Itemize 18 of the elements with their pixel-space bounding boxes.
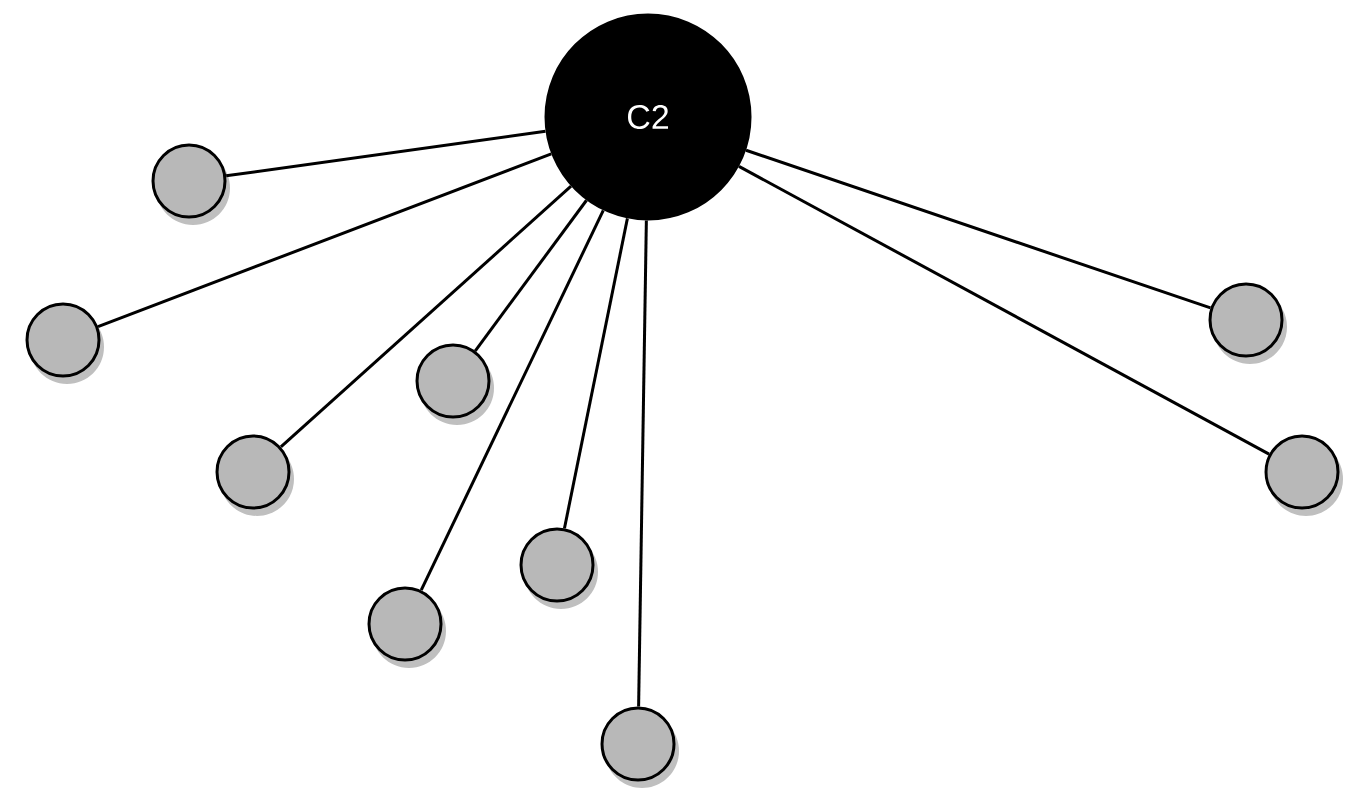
node-circle <box>415 343 491 419</box>
connector-line <box>738 165 1270 456</box>
connector-line <box>474 199 588 352</box>
node-circle <box>215 434 291 510</box>
node-circle <box>25 302 101 378</box>
node-circle <box>519 527 595 603</box>
connector-line <box>279 185 573 449</box>
connector-line <box>563 218 629 529</box>
node-circle <box>367 586 443 662</box>
connector-line <box>419 209 605 591</box>
connector-line <box>745 148 1211 310</box>
node-circle <box>600 706 676 782</box>
connector-line <box>637 220 648 707</box>
node-circle <box>1208 282 1284 358</box>
node-circle <box>151 143 227 219</box>
node-circle <box>1264 434 1340 510</box>
connector-line <box>225 129 546 178</box>
connector-line <box>97 152 552 329</box>
